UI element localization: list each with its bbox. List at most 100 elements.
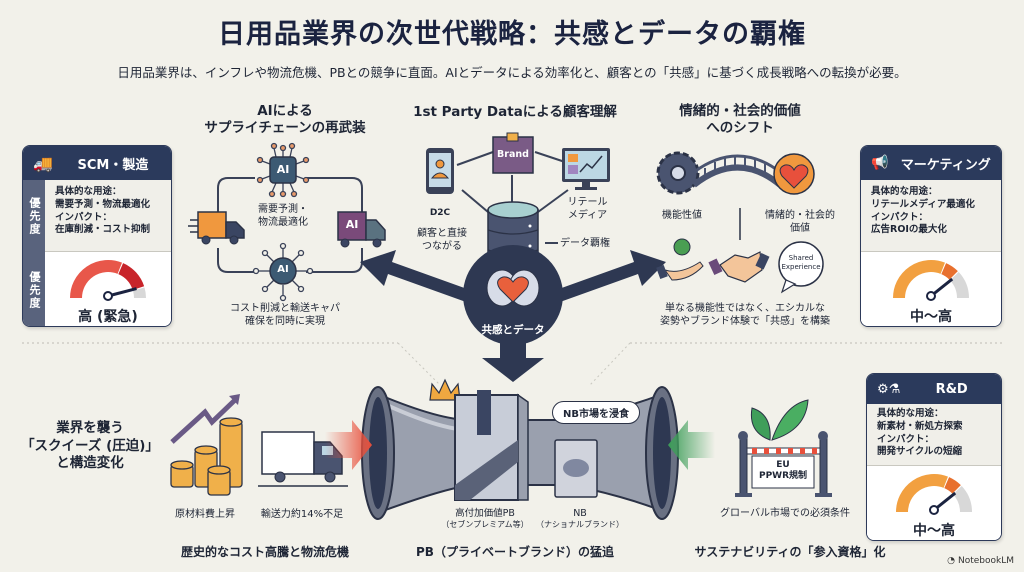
priority-side-label: 優先度 <box>23 180 45 252</box>
ai-node-caption: 需要予測・ 物流最適化 <box>258 204 308 228</box>
section-ai-title: AIによる サプライチェーンの再武装 <box>204 103 366 136</box>
red-arrow <box>325 420 372 470</box>
use-label: 具体的な用途： <box>55 186 122 197</box>
ai-caption: コスト削減と輸送キャパ 確保を同時に実現 <box>230 303 340 327</box>
transport-shortage-label: 輸送力約14%不足 <box>260 509 344 520</box>
impact-label: インパクト： <box>877 433 935 445</box>
use-label: 具体的な用途： <box>871 186 938 197</box>
d2c-label: D2C <box>429 208 451 218</box>
smartphone-icon <box>426 148 454 194</box>
card-marketing: 📢 マーケティング 具体的な用途： リテールメディア最適化 インパクト： 広告R… <box>860 145 1002 327</box>
card-rnd-title: R&D <box>935 381 968 397</box>
priority-gauge: 高 (緊急) <box>45 252 171 326</box>
card-marketing-title: マーケティング <box>900 157 991 173</box>
green-arrow <box>668 420 715 470</box>
priority-side-label: 優先度 <box>23 252 45 326</box>
cost-crisis-caption: 歴史的なコスト高騰と物流危機 <box>180 545 349 559</box>
ai-chip-label: AI <box>276 163 290 176</box>
gauge-rnd <box>896 474 972 515</box>
gauge-arc-fill <box>70 260 122 299</box>
gauge-arc-empty <box>132 287 146 299</box>
gauge-marketing <box>893 260 969 301</box>
priority-value: 中〜高 <box>910 309 952 325</box>
gauge-arc-empty <box>949 271 969 299</box>
functional-value-label: 機能性値 <box>662 210 702 221</box>
gauge-scm <box>70 260 146 301</box>
gear-flask-icon: ⚙⚗ <box>877 381 901 397</box>
truck-icon: 🚚 <box>33 153 53 173</box>
retail-media-label: リテール メディア <box>567 197 608 221</box>
sustainability-caption: サステナビリティの「参入資格」化 <box>694 545 886 559</box>
gauge-pivot <box>103 291 113 301</box>
section-value-title: 情緒的・社会的価値 へのシフト <box>679 103 801 136</box>
leaf-icon <box>750 399 809 441</box>
gauge-arc-peak <box>941 263 958 280</box>
rising-arrow-icon <box>170 394 240 444</box>
data-hegemony-label: データ覇権 <box>560 238 610 249</box>
ai-chip-icon-bottom <box>252 242 314 302</box>
impact-value: 開発サイクルの短縮 <box>877 446 963 458</box>
priority-value: 高 (緊急) <box>78 309 138 325</box>
priority-gauge: 中〜高 <box>867 466 1001 540</box>
section-data-title: 1st Party Dataによる顧客理解 <box>413 104 617 120</box>
cost-rise-label: 原材料費上昇 <box>175 509 235 520</box>
truck-icon-ai <box>337 211 386 248</box>
ai-chip-icon-top <box>256 142 310 198</box>
use-label: 具体的な用途： <box>877 408 944 419</box>
gauge-arc-empty <box>952 485 972 513</box>
bridge-icon <box>692 154 782 188</box>
brain-heart-icon <box>486 269 540 307</box>
ai-chip-label: AI <box>277 264 289 275</box>
card-rnd: ⚙⚗ R&D 具体的な用途： 新素材・新処方探索 インパクト： 開発サイクルの短… <box>866 373 1002 541</box>
gauge-pivot <box>929 505 939 515</box>
pb-caption: PB（プライベートブランド）の猛追 <box>416 545 614 559</box>
use-value: 新素材・新処方探索 <box>877 420 963 432</box>
card-scm: 🚚 SCM・製造 優先度 優先度 具体的な用途： 需要予測・物流最適化 インパク… <box>22 145 172 327</box>
use-value: 需要予測・物流最適化 <box>55 198 151 210</box>
nb-label: NB （ナショナルブランド） <box>536 508 624 530</box>
gauge-pivot <box>926 291 936 301</box>
notebooklm-icon: ◔ <box>947 556 955 566</box>
database-icon <box>487 201 539 271</box>
handshake-icon <box>708 251 770 283</box>
arrow-left <box>360 250 470 302</box>
arrow-right <box>556 250 666 302</box>
value-caption: 単なる機能性ではなく、エシカルな 姿勢やブランド体験で「共感」を構築 <box>660 303 830 327</box>
pb-label: 高付加価値PB （セブンプレミアム等） <box>441 508 529 530</box>
shared-experience-label: Shared Experience <box>781 254 821 272</box>
eu-ppwr-label: EU PPWR規制 <box>758 460 808 482</box>
emotional-value-label: 情緒的・社会的 価値 <box>765 210 835 234</box>
priority-gauge: 中〜高 <box>861 252 1001 326</box>
barrier-icon <box>735 431 832 497</box>
truck-icon-left <box>188 211 245 245</box>
gauge-arc-peak <box>117 263 145 291</box>
use-value: リテールメディア最適化 <box>871 198 975 210</box>
customer-connect-label: 顧客と直接 つながる <box>417 228 467 252</box>
heart-circle-icon <box>773 153 815 195</box>
card-scm-title: SCM・製造 <box>77 157 149 173</box>
global-requirement-label: グローバル市場での必須条件 <box>720 508 850 519</box>
squeeze-title: 業界を襲う 「スクイーズ (圧迫)」 と構造変化 <box>21 420 159 472</box>
notebooklm-logo: ◔ NotebookLM <box>947 556 1014 566</box>
hub-arrows <box>360 250 666 382</box>
gear-icon <box>656 151 700 195</box>
coins-icon <box>170 417 243 496</box>
hand-plant-icon <box>656 238 704 281</box>
brand-label: Brand <box>497 149 529 160</box>
monitor-icon <box>562 148 610 190</box>
page-title: 日用品業界の次世代戦略：共感とデータの覇権 <box>218 19 806 50</box>
nb-erosion-bubble: NB市場を浸食 <box>552 401 640 424</box>
priority-value: 中〜高 <box>913 523 955 539</box>
speech-bubble-icon <box>778 241 824 294</box>
brand-box-icon <box>492 132 534 174</box>
data-connections <box>456 151 569 244</box>
gauge-arc-peak <box>944 477 961 494</box>
impact-label: インパクト： <box>871 211 929 223</box>
page-subtitle: 日用品業界は、インフレや物流危機、PBとの競争に直面。AIとデータによる効率化と… <box>117 65 907 80</box>
gauge-arc-fill <box>896 474 948 513</box>
ai-truck-label: AI <box>345 218 359 231</box>
hub-label: 共感とデータ <box>481 324 545 336</box>
gauge-arc-fill <box>893 260 945 299</box>
impact-value: 在庫削減・コスト抑制 <box>55 224 151 236</box>
